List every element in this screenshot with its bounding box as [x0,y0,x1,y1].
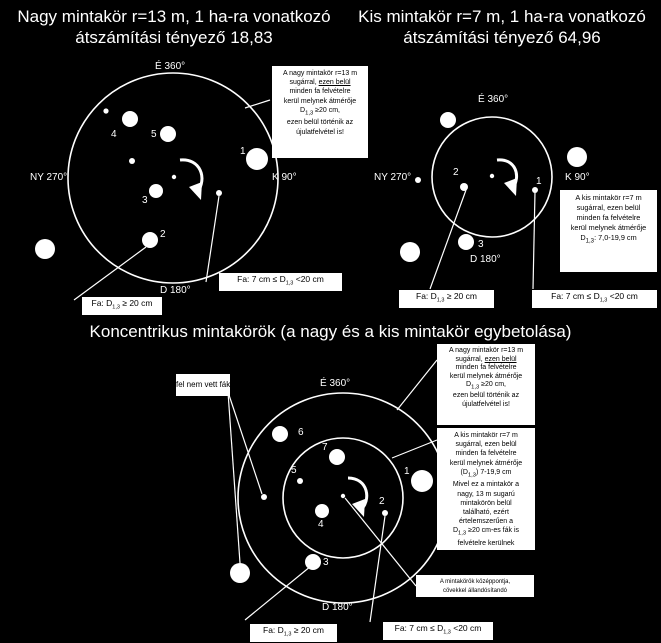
tree-outside-2 [261,494,267,500]
tree-1 [532,187,538,193]
plot-center [489,173,495,179]
tree-1 [246,148,268,170]
fa-big-label: Fa: D1,3 ≥ 20 cm [250,624,337,642]
south-label: D 180° [470,254,501,265]
note-big-line [396,359,438,411]
fa-small-line [369,515,386,623]
fa-small-label: Fa: 7 cm ≤ D1,3 <20 cm [532,290,657,308]
center-line [344,497,417,587]
small-plot-note: A kis mintakör r=7 m sugárral, ezen belü… [560,190,657,272]
top-right-title-line1: Kis mintakör r=7 m, 1 ha-ra vonatkozó [358,7,646,26]
north-label: É 360° [478,94,509,105]
rotation-arrowhead [189,182,202,200]
fa-big-line [73,246,147,301]
plot-center [171,174,177,180]
tree-5 [160,126,176,142]
fa-small-label: Fa: 7 cm ≤ D1,3 <20 cm [219,273,342,291]
fel-nem-vett-label: fel nem vett fák [176,374,230,396]
fa-small-label: Fa: 7 cm ≤ D1,3 <20 cm [383,622,493,640]
tree-3 [458,234,474,250]
tree-small-c [216,190,222,196]
rotation-arrowhead [504,178,517,196]
small-plot-circle [282,437,404,559]
tree-number-1: 1 [240,146,246,157]
tree-2 [382,510,388,516]
rotation-arrowhead [352,499,365,517]
tree-2 [460,183,468,191]
tree-1 [411,470,433,492]
north-label: É 360° [155,61,186,72]
fel-nem-line-2 [227,391,263,495]
tree-number-2: 2 [160,229,166,240]
east-label: K 90° [272,172,297,183]
small-plot-circle [431,116,553,238]
tree-number-2: 2 [379,496,385,507]
top-left-title: Nagy mintakör r=13 m, 1 ha-ra vonatkozó … [2,6,346,48]
note-line [244,99,271,109]
fa-big-line [429,189,467,290]
west-label: NY 270° [374,172,412,183]
fa-big-label: Fa: D1,3 ≥ 20 cm [399,290,494,308]
tree-number-4: 4 [111,129,117,140]
tree-number-4: 4 [318,519,324,530]
tree-bottom-left [400,242,420,262]
top-right-title-line2: átszámítási tényező 64,96 [403,28,601,47]
west-label: NY 270° [30,172,68,183]
tree-top [440,112,456,128]
tree-outside-1 [230,563,250,583]
fa-small-line [532,191,536,290]
fel-nem-line-1 [227,391,241,564]
large-plot-circle [67,72,279,284]
north-label: É 360° [320,378,351,389]
tree-6 [272,426,288,442]
large-plot-note: A nagy mintakör r=13 m sugárral, ezen be… [272,66,368,158]
tree-number-7: 7 [322,442,328,453]
tree-number-1: 1 [404,466,410,477]
tree-number-5: 5 [151,129,157,140]
tree-5 [297,478,303,484]
top-left-title-line1: Nagy mintakör r=13 m, 1 ha-ra vonatkozó [17,7,331,26]
tree-3 [305,554,321,570]
tree-small-left [415,177,421,183]
fa-small-line [205,195,220,283]
tree-2 [142,232,158,248]
top-right-diagram [400,112,587,290]
tree-number-3: 3 [478,239,484,250]
south-label: D 180° [160,285,191,296]
tree-number-6: 6 [298,427,304,438]
tree-7 [329,449,345,465]
tree-small-b [129,158,135,164]
top-left-title-line2: átszámítási tényező 18,83 [75,28,273,47]
south-label: D 180° [322,602,353,613]
bottom-diagram [227,359,449,623]
tree-outside [35,239,55,259]
top-right-title: Kis mintakör r=7 m, 1 ha-ra vonatkozó át… [343,6,661,48]
tree-number-3: 3 [142,195,148,206]
tree-right [567,147,587,167]
tree-number-2: 2 [453,167,459,178]
center-note: A mintakörök középpontja, cövekkel állan… [416,575,534,597]
fa-big-label: Fa: D1,3 ≥ 20 cm [82,297,162,315]
top-left-diagram [35,72,279,301]
tree-4 [122,111,138,127]
plot-center [340,493,346,499]
tree-number-1: 1 [536,176,542,187]
tree-number-5: 5 [291,465,297,476]
large-plot-note-bottom: A nagy mintakör r=13 m sugárral, ezen be… [437,344,535,425]
tree-small-a [103,108,109,114]
east-label: K 90° [565,172,590,183]
note-small-line [391,439,438,459]
bottom-title: Koncentrikus mintakörök (a nagy és a kis… [89,322,572,341]
tree-number-3: 3 [323,557,329,568]
small-plot-note-bottom: A kis mintakör r=7 m sugárral, ezen belü… [437,428,535,550]
fa-big-line [244,565,312,621]
tree-3 [149,184,163,198]
tree-4 [315,504,329,518]
